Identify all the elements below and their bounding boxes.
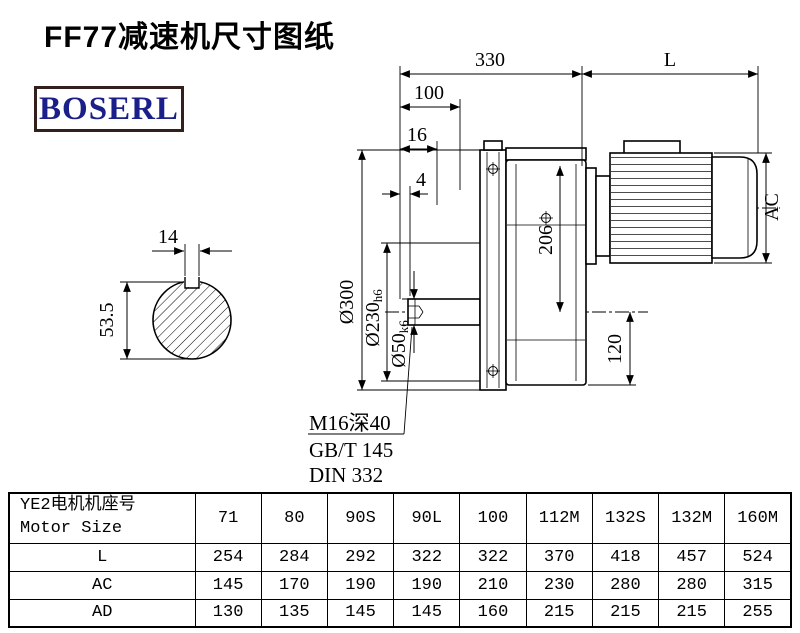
table-cell: 524: [724, 542, 792, 572]
technical-drawing: 14 53.5: [96, 49, 783, 487]
motor-adapter: [585, 167, 597, 265]
table-cell: 230: [525, 570, 593, 600]
note-gb-standard: GB/T 145: [309, 438, 393, 462]
dim-120: 120: [588, 312, 636, 386]
terminal-box: [623, 140, 681, 155]
note-din-standard: DIN 332: [309, 463, 383, 487]
table-cell: 215: [591, 598, 660, 628]
table-row-AC: AC 145 170 190 190 210 230 280 280 315: [8, 570, 792, 600]
motor-size-header-cn: YE2电机机座号: [20, 496, 136, 516]
row-label: AC: [8, 570, 196, 600]
table-cell: 145: [326, 598, 395, 628]
table-cell: 280: [591, 570, 660, 600]
table-cell: 215: [525, 598, 593, 628]
dim-120-label: 120: [604, 334, 626, 364]
main-view: 330 L 100 16 4 AC 206: [308, 49, 783, 487]
table-cell: 322: [393, 542, 461, 572]
cooling-fins: [611, 155, 711, 261]
top-dimensions: 330 L 100 16 4: [382, 49, 759, 299]
table-cell: 292: [326, 542, 395, 572]
shaft-section-view: 14 53.5: [96, 226, 232, 360]
page-title: FF77减速机尺寸图纸: [44, 21, 336, 54]
mounting-flange: [479, 140, 507, 391]
ac-dimension: AC: [714, 152, 783, 264]
table-cell: 254: [194, 542, 262, 572]
thread-note: M16深40 GB/T 145 DIN 332: [308, 326, 413, 487]
motor-size-header-en: Motor Size: [20, 519, 123, 539]
dim-key-width-label: 14: [158, 226, 178, 248]
keyway-width-dimension: 14: [152, 226, 232, 276]
fan-cover: [711, 156, 758, 259]
dim-key-height-label: 53.5: [96, 303, 118, 338]
motor-size-col: 100: [459, 492, 527, 544]
table-cell: 255: [724, 598, 792, 628]
motor-size-col: 71: [194, 492, 262, 544]
table-cell: 210: [459, 570, 527, 600]
dim-16-label: 16: [407, 124, 427, 146]
table-cell: 418: [591, 542, 660, 572]
table-cell: 190: [326, 570, 395, 600]
note-thread: M16深40: [309, 411, 391, 435]
motor-size-col: 112M: [525, 492, 593, 544]
dim-L-label: L: [664, 49, 676, 71]
motor-size-col: 90L: [393, 492, 461, 544]
dim-4-label: 4: [416, 169, 426, 191]
table-cell: 130: [194, 598, 262, 628]
dim-206-label: 206: [535, 225, 557, 255]
table-cell: 315: [724, 570, 792, 600]
table-cell: 215: [658, 598, 726, 628]
dim-dia230-label: Ø230h6: [362, 289, 385, 347]
dimension-table: YE2电机机座号 Motor Size 71 80 90S 90L 100 11…: [8, 492, 792, 628]
table-cell: 145: [194, 570, 262, 600]
dim-330-label: 330: [475, 49, 505, 71]
table-cell: 370: [525, 542, 593, 572]
table-row-L: L 254 284 292 322 322 370 418 457 524: [8, 542, 792, 572]
motor-size-col: 160M: [724, 492, 792, 544]
dim-206: 206: [535, 166, 564, 312]
motor-size-col: 80: [260, 492, 328, 544]
motor-size-col: 132M: [658, 492, 726, 544]
table-cell: 190: [393, 570, 461, 600]
diameter-dimensions: Ø300 Ø230h6 Ø50k6: [336, 149, 480, 391]
table-cell: 322: [459, 542, 527, 572]
row-label: AD: [8, 598, 196, 628]
table-cell: 145: [393, 598, 461, 628]
dim-100-label: 100: [414, 82, 444, 104]
motor-size-header: YE2电机机座号 Motor Size: [8, 492, 196, 544]
table-header-row: YE2电机机座号 Motor Size 71 80 90S 90L 100 11…: [8, 492, 792, 544]
keyway-height-dimension: 53.5: [96, 281, 190, 360]
dim-dia50-label: Ø50k6: [388, 320, 411, 368]
motor-adapter-ring: [595, 175, 611, 257]
brand-logo-text: BOSERL: [39, 90, 179, 127]
output-shaft: [407, 298, 481, 326]
table-cell: 457: [658, 542, 726, 572]
table-cell: 284: [260, 542, 328, 572]
brand-logo: BOSERL: [34, 86, 184, 132]
motor: [585, 140, 758, 265]
row-label: L: [8, 542, 196, 572]
table-cell: 135: [260, 598, 328, 628]
dim-dia300-label: Ø300: [336, 280, 358, 324]
table-cell: 160: [459, 598, 527, 628]
dim-AC-label: AC: [761, 193, 783, 221]
gear-housing: [505, 147, 587, 386]
table-cell: 170: [260, 570, 328, 600]
motor-size-col: 132S: [591, 492, 660, 544]
table-row-AD: AD 130 135 145 145 160 215 215 215 255: [8, 598, 792, 628]
table-cell: 280: [658, 570, 726, 600]
motor-size-col: 90S: [326, 492, 395, 544]
